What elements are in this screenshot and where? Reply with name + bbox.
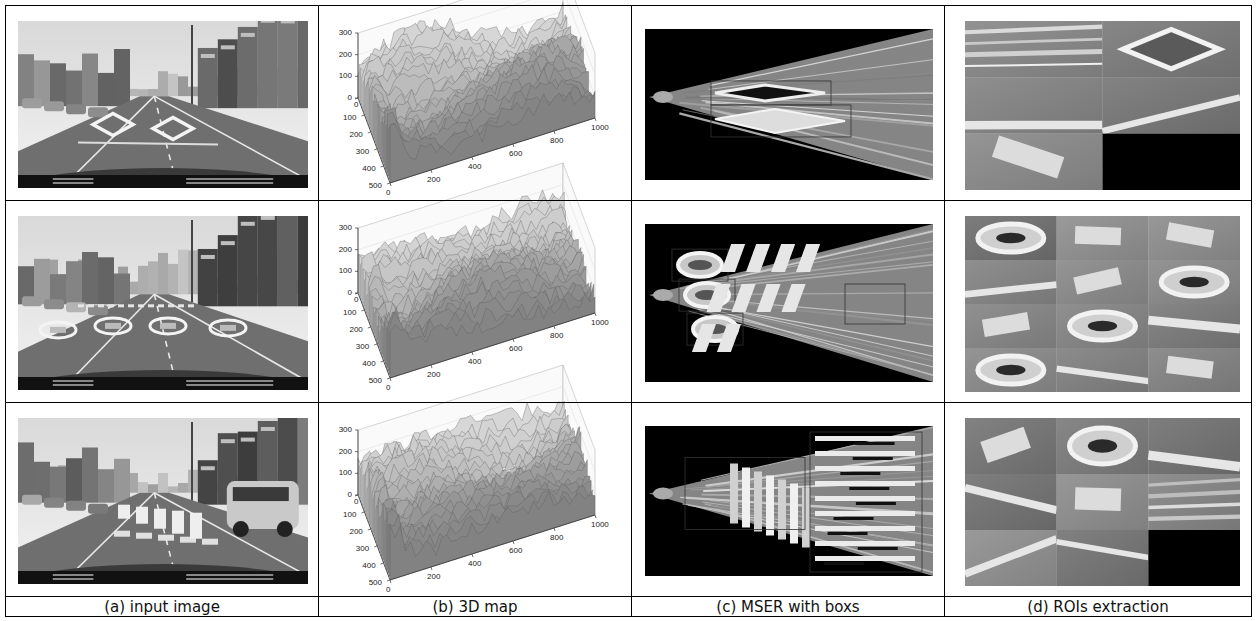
axis-tick: 0	[386, 585, 390, 594]
axis-tick: 500	[369, 376, 382, 385]
axis-tick: 600	[509, 546, 522, 555]
axis-tick: 600	[509, 344, 522, 353]
axis-tick: 1000	[591, 123, 609, 132]
axis-tick: 200	[427, 175, 440, 184]
axis-tick: 100	[339, 266, 352, 275]
axis-tick: 400	[468, 559, 481, 568]
input-photo	[18, 418, 308, 584]
axis-tick: 300	[356, 342, 369, 351]
axis-tick: 100	[343, 510, 356, 519]
axis-tick: 800	[550, 533, 563, 542]
caption-text: (c) MSER with boxs	[716, 598, 859, 616]
axis-tick: 1000	[591, 520, 609, 529]
caption-cell: (b) 3D map	[319, 597, 631, 616]
axis-tick: 0	[386, 383, 390, 392]
input-photo	[18, 216, 308, 390]
caption-text: (b) 3D map	[432, 598, 517, 616]
mser-image	[645, 224, 933, 382]
surface-plot	[355, 365, 596, 583]
axis-tick: 300	[356, 147, 369, 156]
mser-image	[645, 426, 933, 576]
axis-tick: 400	[362, 561, 375, 570]
axis-tick: 100	[339, 71, 352, 80]
axis-tick: 300	[339, 223, 352, 232]
axis-tick: 300	[356, 544, 369, 553]
caption-text: (a) input image	[104, 598, 220, 616]
axis-tick: 1000	[591, 318, 609, 327]
caption-text: (d) ROIs extraction	[1027, 598, 1168, 616]
axis-tick: 500	[369, 181, 382, 190]
mser-image	[645, 29, 933, 180]
axis-tick: 800	[550, 331, 563, 340]
axis-tick: 600	[509, 149, 522, 158]
axis-tick: 200	[427, 572, 440, 581]
axis-tick: 300	[339, 28, 352, 37]
axis-tick: 400	[468, 162, 481, 171]
axis-tick: 0	[354, 295, 358, 304]
axis-tick: 100	[339, 468, 352, 477]
axis-tick: 400	[468, 357, 481, 366]
axis-tick: 100	[343, 308, 356, 317]
axis-tick: 200	[427, 370, 440, 379]
caption-cell: (a) input image	[6, 597, 318, 616]
axis-tick: 400	[362, 359, 375, 368]
axis-tick: 200	[349, 325, 362, 334]
roi-tiles	[965, 216, 1240, 392]
roi-tiles	[965, 21, 1240, 190]
axis-tick: 0	[386, 188, 390, 197]
axis-tick: 500	[369, 578, 382, 587]
surface-plot	[355, 0, 596, 186]
axis-tick: 0	[354, 100, 358, 109]
axis-tick: 300	[339, 425, 352, 434]
axis-tick: 200	[349, 130, 362, 139]
axis-tick: 200	[339, 447, 352, 456]
caption-cell: (c) MSER with boxs	[632, 597, 944, 616]
axis-tick: 0	[354, 497, 358, 506]
input-photo	[18, 21, 308, 188]
surface-plot	[355, 163, 596, 381]
axis-tick: 800	[550, 136, 563, 145]
axis-tick: 0	[348, 490, 352, 499]
axis-tick: 0	[348, 93, 352, 102]
table-grid	[6, 6, 1252, 617]
roi-tiles	[965, 418, 1240, 586]
caption-cell: (d) ROIs extraction	[945, 597, 1251, 616]
axis-tick: 200	[349, 527, 362, 536]
axis-tick: 200	[339, 50, 352, 59]
axis-tick: 0	[348, 288, 352, 297]
axis-tick: 100	[343, 113, 356, 122]
axis-tick: 400	[362, 164, 375, 173]
axis-tick: 200	[339, 245, 352, 254]
